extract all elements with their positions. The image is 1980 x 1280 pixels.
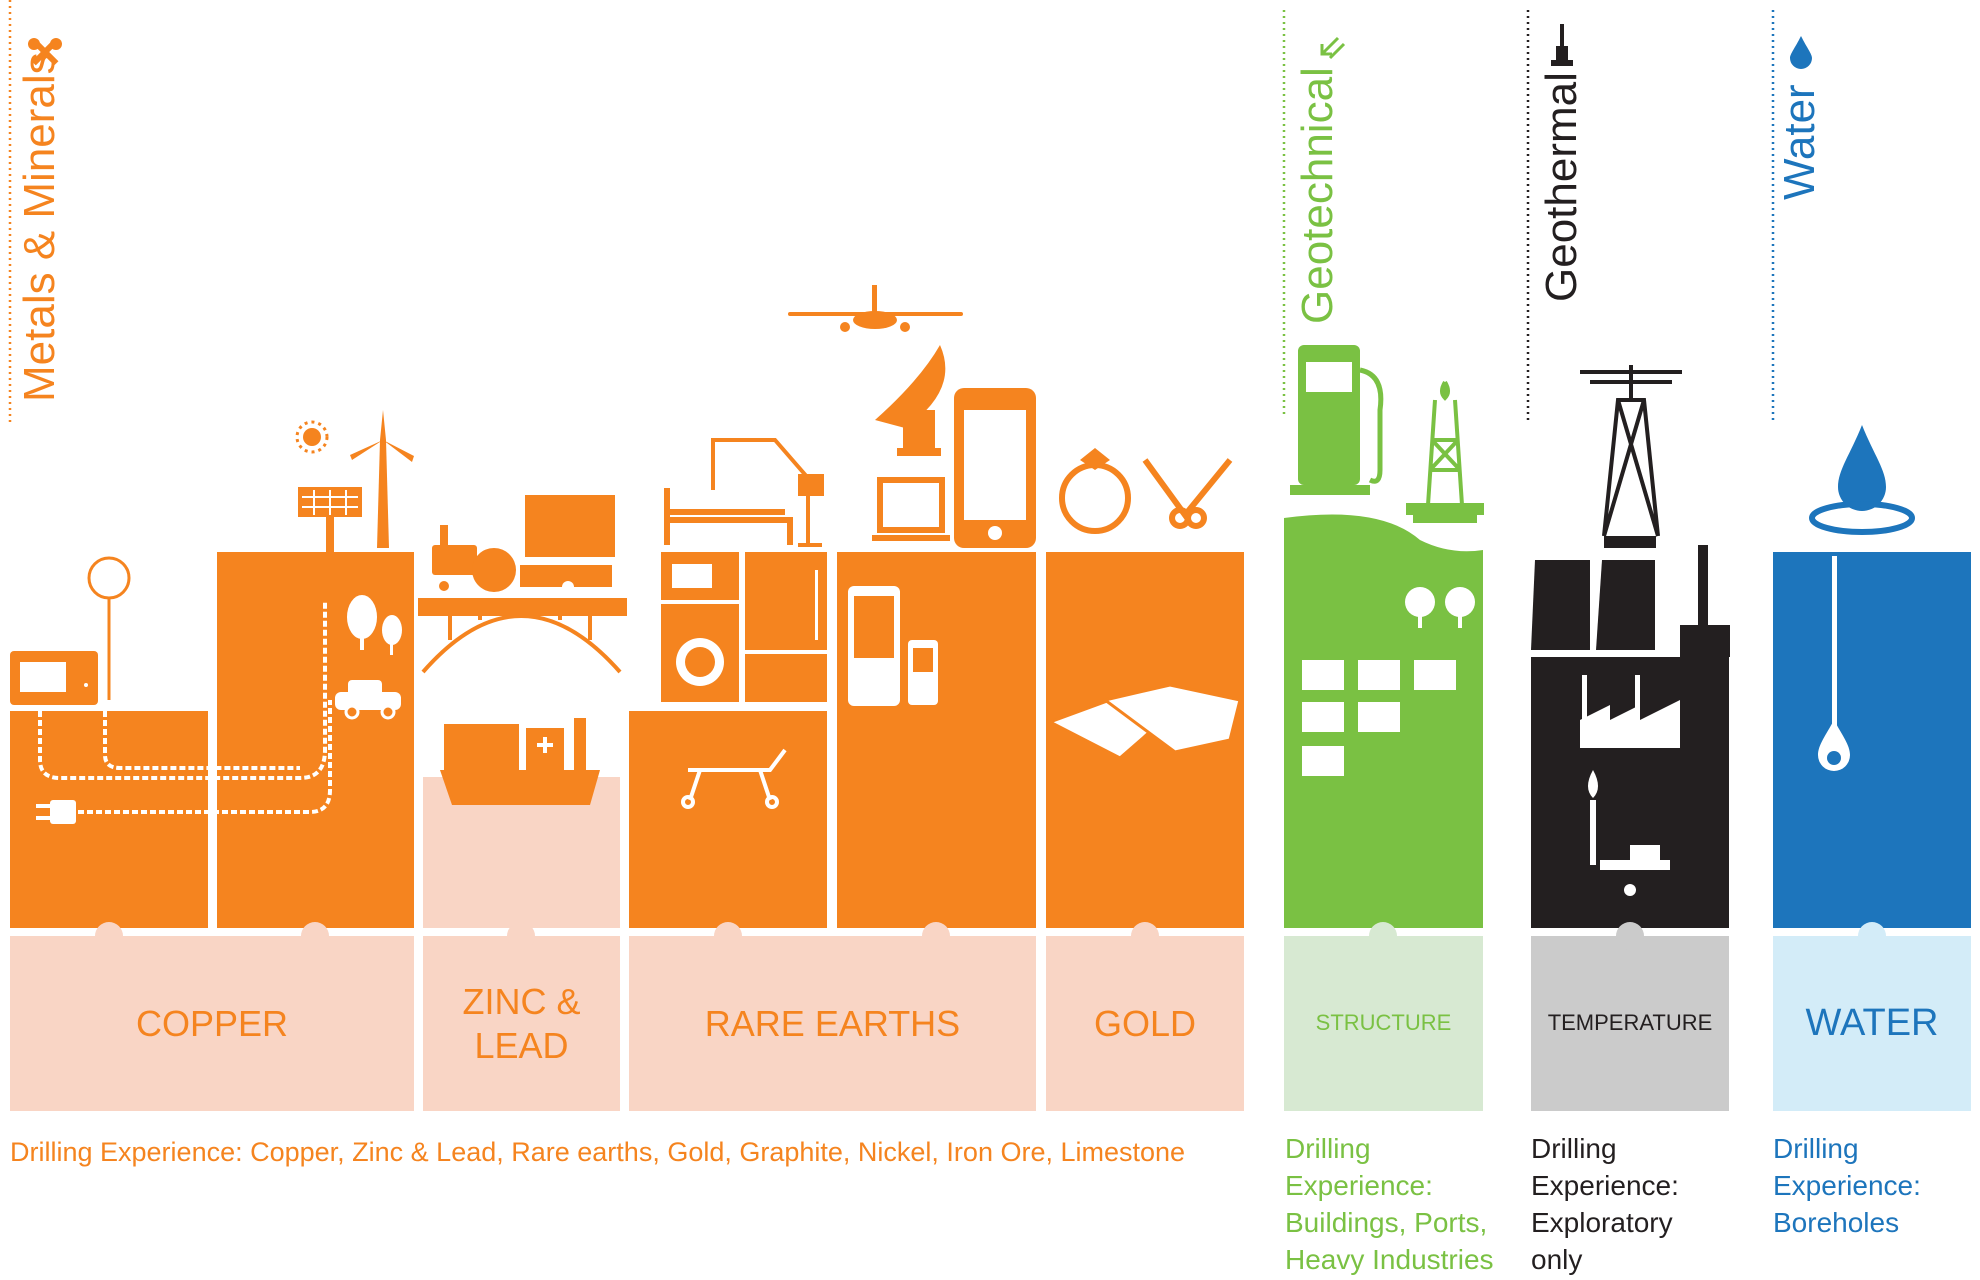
ship-icon bbox=[440, 718, 600, 805]
bed-icon bbox=[664, 488, 793, 545]
label-water: WATER bbox=[1805, 1001, 1939, 1044]
tractor-icon bbox=[432, 525, 516, 593]
factory-icon bbox=[1580, 675, 1680, 748]
water-block bbox=[1773, 552, 1971, 928]
scissors-icon bbox=[1142, 458, 1233, 529]
description-line: only bbox=[1531, 1244, 1583, 1275]
crane-icon bbox=[711, 438, 824, 547]
description-water: Drilling Experience: Boreholes bbox=[1773, 1130, 1921, 1241]
borehole-icon bbox=[1818, 556, 1850, 771]
sun-icon bbox=[295, 420, 329, 454]
chimney bbox=[1698, 545, 1708, 625]
description-line: Experience: bbox=[1285, 1170, 1433, 1201]
fuel-pump-icon bbox=[1290, 345, 1384, 495]
water-drop-large-icon bbox=[1809, 425, 1915, 535]
copper-block-right bbox=[217, 552, 414, 928]
label-temperature: TEMPERATURE bbox=[1547, 1010, 1713, 1036]
category-title-geotechnical: Geotechnical bbox=[1293, 67, 1342, 324]
description-line: Buildings, Ports, bbox=[1285, 1207, 1488, 1238]
stretcher-icon bbox=[681, 748, 787, 809]
ring-icon bbox=[1059, 448, 1131, 534]
trees-icon-green bbox=[1405, 587, 1475, 628]
description-line: Drilling bbox=[1773, 1133, 1859, 1164]
monitor-icon bbox=[872, 477, 950, 541]
water-drop-icon bbox=[1790, 36, 1812, 69]
dotted-guides bbox=[8, 0, 1775, 423]
bridge-icon bbox=[418, 598, 627, 674]
panel-connectors bbox=[0, 922, 1980, 950]
rare-earths-block-left bbox=[629, 711, 827, 928]
car-icon bbox=[335, 680, 401, 720]
gas-flame-icon bbox=[1588, 770, 1670, 896]
power-pylon-icon bbox=[1580, 365, 1682, 537]
microwave-icon bbox=[10, 651, 98, 705]
label-gold: GOLD bbox=[1093, 1002, 1197, 1044]
geothermal-block bbox=[1531, 536, 1730, 928]
label-panels bbox=[10, 936, 1971, 1111]
drill-tower-icon bbox=[1551, 24, 1573, 66]
label-structure: STRUCTURE bbox=[1315, 1010, 1452, 1036]
category-title-water: Water bbox=[1775, 84, 1824, 200]
gold-bars-icon bbox=[1046, 683, 1242, 760]
solar-panel-icon bbox=[298, 487, 362, 552]
wind-turbine-icon bbox=[350, 410, 414, 548]
description-line: Drilling bbox=[1531, 1133, 1617, 1164]
satellite-dish-icon bbox=[875, 345, 946, 456]
category-title-metals: Metals & Minerals bbox=[15, 52, 64, 402]
description-line: Heavy Industries bbox=[1285, 1244, 1494, 1275]
description-line: Boreholes bbox=[1773, 1207, 1900, 1238]
description-line: Exploratory bbox=[1531, 1207, 1673, 1238]
metals-blocks bbox=[10, 552, 1244, 928]
arrows-inward-icon bbox=[1320, 36, 1346, 60]
category-title-geothermal: Geothermal bbox=[1537, 72, 1586, 302]
description-line: Experience: bbox=[1531, 1170, 1679, 1201]
label-zinc-lead-line1: ZINC & bbox=[462, 981, 581, 1023]
label-rare-earths: RARE EARTHS bbox=[704, 1002, 961, 1044]
label-zinc-lead: ZINC & LEAD bbox=[423, 936, 620, 1111]
washing-machine-icon bbox=[661, 552, 739, 702]
label-zinc-lead-line2: LEAD bbox=[474, 1024, 569, 1066]
smartphone-icon bbox=[954, 388, 1036, 548]
description-metals: Drilling Experience: Copper, Zinc & Lead… bbox=[10, 1137, 1186, 1167]
hammers-icon bbox=[28, 38, 62, 66]
light-bulb-icon bbox=[87, 556, 131, 700]
mobile-phones-icon bbox=[848, 586, 938, 706]
label-copper: COPPER bbox=[135, 1002, 289, 1044]
description-line: Drilling bbox=[1285, 1133, 1371, 1164]
cable-lines bbox=[38, 600, 332, 814]
wheat-icon bbox=[520, 495, 615, 593]
description-geothermal: Drilling Experience: Exploratory only bbox=[1531, 1130, 1679, 1278]
cooling-tower-left bbox=[1531, 560, 1590, 650]
houses-icon bbox=[1302, 660, 1456, 776]
plug-icon bbox=[36, 800, 76, 824]
description-line: Experience: bbox=[1773, 1170, 1921, 1201]
description-geotechnical: Drilling Experience: Buildings, Ports, H… bbox=[1285, 1130, 1494, 1278]
fridge-icon bbox=[745, 552, 827, 702]
cooling-tower-right bbox=[1596, 560, 1655, 650]
oil-rig-icon bbox=[1406, 380, 1484, 523]
trees-icon bbox=[347, 595, 402, 655]
airplane-icon bbox=[788, 285, 963, 332]
